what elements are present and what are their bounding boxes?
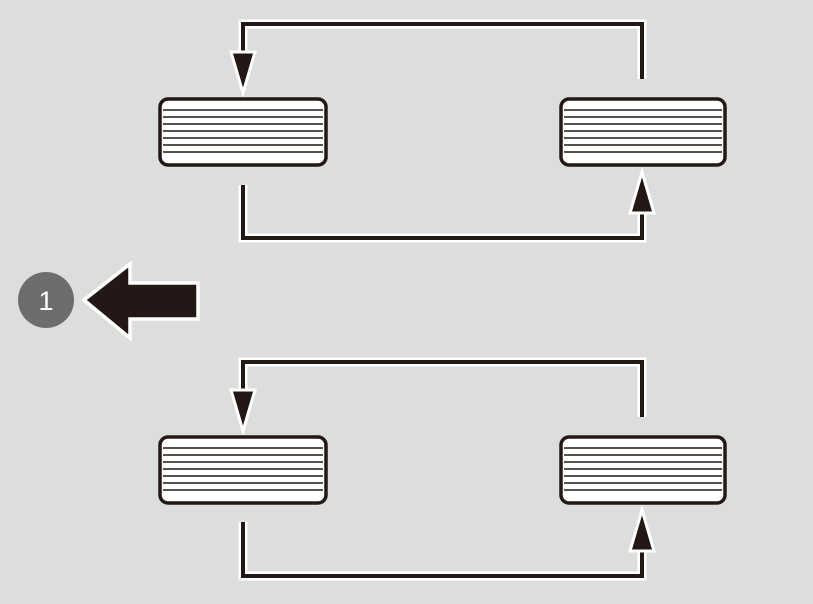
rotation-arrow-icon: [238, 504, 657, 581]
step-badge-label: 1: [38, 286, 53, 316]
tire-icon: [559, 97, 727, 167]
rotation-group-top: [158, 19, 727, 243]
rotation-arrow-icon: [238, 166, 657, 243]
step-badge: 1: [18, 272, 74, 328]
tire-icon: [158, 435, 328, 505]
tire-icon: [559, 435, 727, 505]
rotation-arrow-icon: [228, 19, 647, 99]
tire-icon: [158, 97, 328, 167]
rotation-group-bottom: [158, 357, 727, 581]
rotation-arrow-icon: [228, 357, 647, 437]
left-arrow-icon: [81, 260, 200, 342]
